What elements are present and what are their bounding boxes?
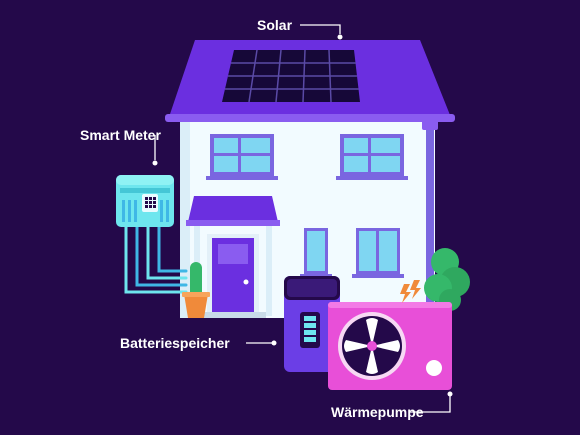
battery-storage (284, 276, 340, 372)
window-upper-right (336, 134, 408, 180)
solar-panel (222, 49, 360, 103)
solar-label: Solar (257, 17, 293, 33)
window-lower-right (352, 228, 404, 278)
bush (424, 248, 470, 311)
heat-pump-callout-line (410, 396, 451, 413)
potted-plant (182, 262, 210, 318)
window-upper-left (206, 134, 278, 180)
drainpipe (422, 120, 438, 302)
window-lower-small (300, 228, 332, 278)
meter-wires (124, 223, 188, 294)
lightning-icon (400, 280, 421, 303)
heat-pump-label: Wärmepumpe (331, 404, 424, 420)
smart-meter-label: Smart Meter (80, 127, 161, 143)
front-door (186, 196, 280, 318)
heat-pump (328, 280, 452, 390)
fan-icon (344, 318, 400, 374)
callout-lines (154, 24, 451, 413)
smart-meter (116, 175, 174, 227)
roof-eave (165, 114, 455, 122)
battery-label: Batteriespeicher (120, 335, 230, 351)
solar-callout-line (300, 24, 341, 34)
house-side-shadow (180, 118, 190, 318)
